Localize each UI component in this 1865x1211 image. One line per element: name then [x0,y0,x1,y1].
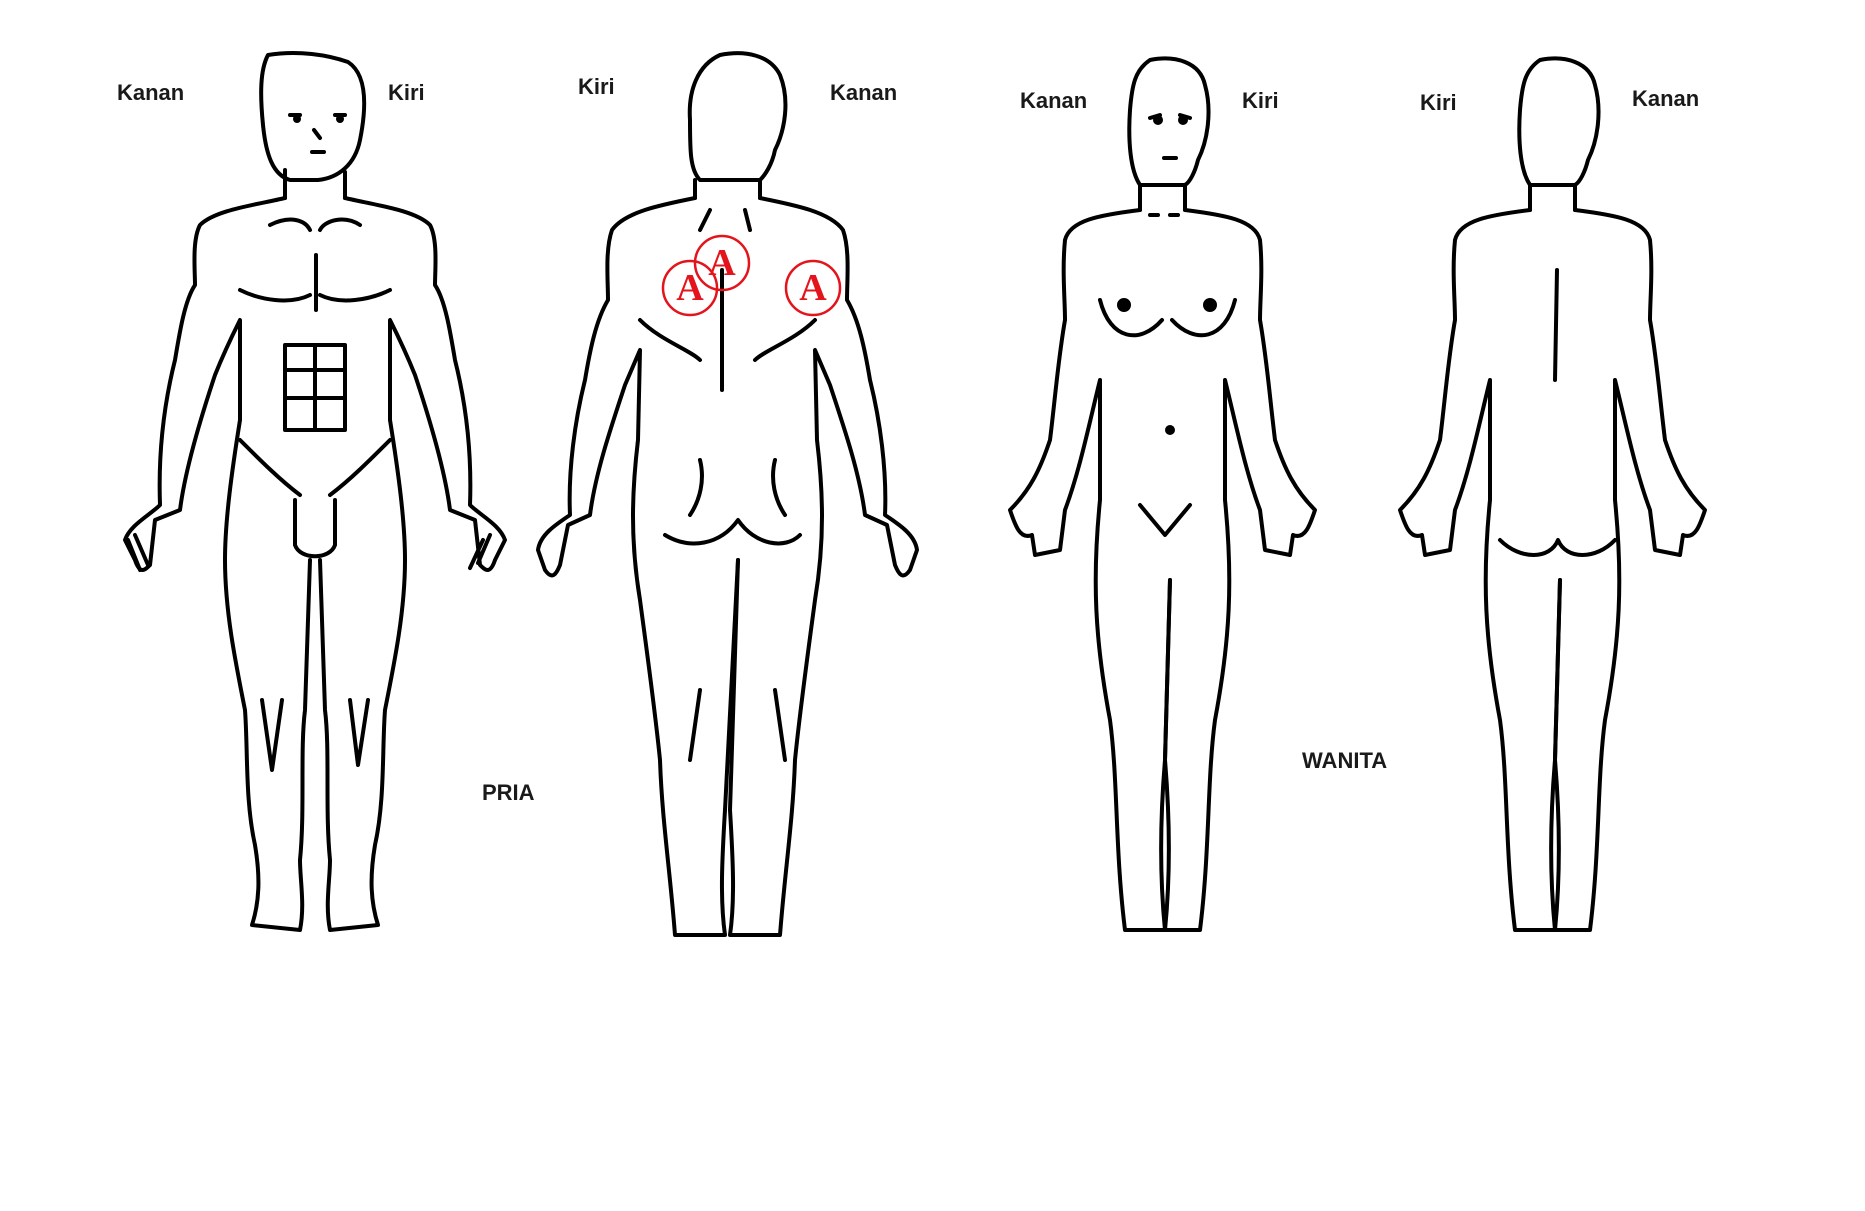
svg-text:A: A [708,242,736,284]
caption-male: PRIA [482,780,535,805]
label-female-back-left: Kiri [1420,90,1457,115]
label-female-back-right: Kanan [1632,86,1700,111]
label-male-front-right: Kanan [117,80,185,105]
injury-markers: A A A [661,234,842,317]
label-male-back-left: Kiri [578,74,615,99]
female-back-figure [1398,56,1707,932]
injury-marker-2[interactable]: A [693,234,751,292]
label-female-front-left: Kiri [1242,88,1279,113]
injury-marker-3[interactable]: A [784,259,842,317]
label-male-front-left: Kiri [388,80,425,105]
svg-text:A: A [799,267,827,309]
label-female-front-right: Kanan [1020,88,1088,113]
female-front-figure [1008,56,1317,932]
male-back-figure [536,51,919,937]
male-front-figure [123,50,507,932]
caption-female: WANITA [1302,748,1388,773]
svg-text:A: A [676,267,704,309]
injury-marker-1[interactable]: A [661,259,719,317]
label-male-back-right: Kanan [830,80,898,105]
